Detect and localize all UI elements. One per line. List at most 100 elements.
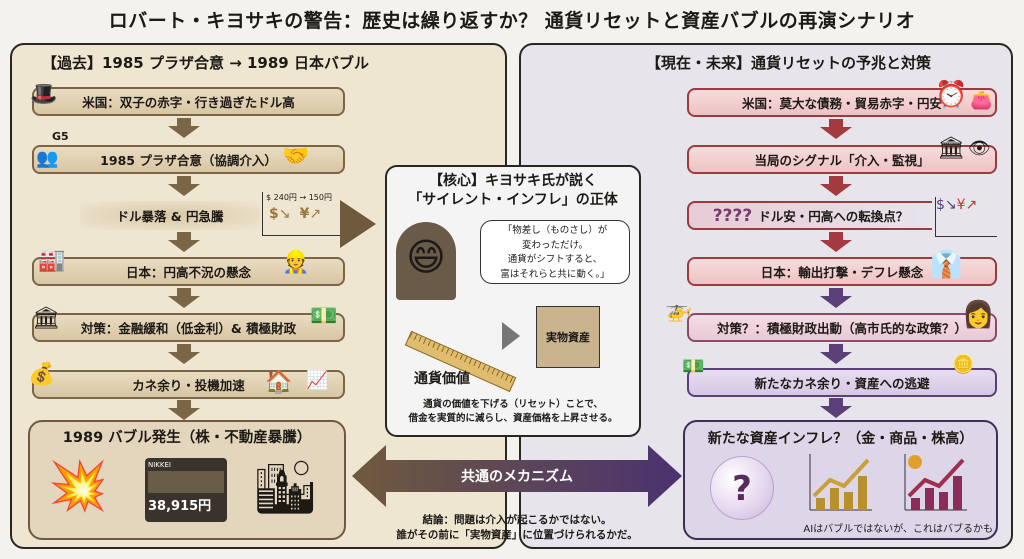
down-arrow [820, 344, 852, 364]
workers-icon: 👷 [282, 250, 310, 275]
step-label: ドル暴落 & 円急騰 [116, 209, 224, 224]
explanation-line: 借金を実質的に減らし、資産価格を上昇させる。 [408, 413, 618, 424]
bubble-question-icon: ? [710, 456, 774, 520]
mechanism-label: 共通のメカニズム [461, 469, 573, 485]
nikkei-label: NIKKEI [148, 461, 171, 469]
meeting-table-icon: 👥 [36, 148, 59, 169]
past-step-5: 対策：金融緩和（低金利）& 積極財政 [32, 313, 345, 342]
house-icon: 🏠 [265, 370, 293, 395]
step-label: 当局のシグナル「介入・監視」 [754, 153, 930, 168]
banknotes-icon: 💵 [682, 356, 705, 377]
crypto-rising-chart-icon [904, 454, 967, 511]
central-bank-icon: 🏛 [32, 306, 60, 331]
eye-icon: 👁 [968, 138, 991, 159]
kiyosaki-portrait: 😄 [396, 222, 456, 300]
gray-arrow [502, 322, 520, 350]
past-panel-title: 【過去】1985 プラザ合意 → 1989 日本バブル [42, 54, 369, 72]
conclusion-line: 結論：問題は介入が起こるかではない。 [422, 514, 612, 526]
down-arrow [168, 288, 200, 308]
money-printer-icon: 💵 [310, 304, 338, 329]
future-step-3: ???? ドル安・円高への転換点？ [687, 201, 932, 230]
fx-label: $ 240円 → 150円 [266, 193, 332, 202]
bubble-1989-title: 1989 バブル発生（株・不動産暴騰） [62, 430, 312, 446]
nikkei-value: 38,915円 [148, 499, 212, 514]
down-arrow [820, 398, 852, 418]
core-title: 【核心】キヨサキ氏が説く 「サイレント・インフレ」の正体 [385, 172, 641, 210]
past-step-3: ドル暴落 & 円急騰 [80, 201, 260, 230]
quote-bubble: 「物差し（ものさし）が 変わっただけ。 通貨がシフトすると、 富はそれらと共に動… [480, 220, 630, 284]
step-label: 米国：莫大な債務・貿易赤字・円安 [741, 96, 942, 111]
fx-reversal-chart: $↘¥↗ [935, 197, 997, 237]
dollar-down-icon: $↘ [936, 197, 957, 213]
past-step-2: 1985 プラザ合意（協調介入） [32, 145, 345, 174]
wallet-icon: 👛 [970, 90, 993, 111]
yen-up-icon: ¥↗ [956, 197, 978, 213]
core-box [385, 165, 641, 437]
asset-cycle-icon: 🪙 [952, 354, 975, 375]
future-step-4: 日本：輸出打撃・デフレ懸念 [687, 257, 997, 286]
future-step-6: 新たなカネ余り・資産への逃避 [687, 368, 997, 397]
conclusion-line: 誰がその前に「実物資産」に位置づけられるかだ。 [396, 529, 638, 541]
past-to-center-arrow [340, 200, 376, 248]
government-building-icon: 🏛 [937, 136, 965, 161]
page-title: ロバート・キヨサキの警告：歴史は繰り返すか？ 通貨リセットと資産バブルの再演シナ… [108, 10, 916, 32]
step-label: 日本：輸出打撃・デフレ懸念 [760, 265, 924, 280]
real-assets-box: 実物資産 [536, 306, 600, 368]
core-explanation: 通貨の価値を下げる（リセット）ことで、 借金を実質的に減らし、資産価格を上昇させ… [385, 398, 641, 426]
future-step-1: 米国：莫大な債務・貿易赤字・円安 [687, 88, 997, 117]
new-asset-inflation-title: 新たな資産インフレ？（金・商品・株高） [707, 431, 974, 447]
yen-symbol: ¥ [299, 206, 310, 222]
core-title-line1: 【核心】キヨサキ氏が説く [429, 173, 597, 189]
future-step-2: 当局のシグナル「介入・監視」 [687, 145, 997, 174]
past-step-6: カネ余り・投機加速 [32, 370, 345, 399]
past-step-1: 米国：双子の赤字・行き過ぎたドル高 [32, 87, 345, 116]
uncle-sam-icon: 🎩 [30, 82, 58, 107]
chart-icon: 📈 [306, 370, 329, 391]
core-title-line2: 「サイレント・インフレ」の正体 [408, 192, 618, 208]
alarm-clock-icon: ⏰ [935, 80, 968, 110]
fx-chart: $ 240円 → 150円 $↘ ¥↗ [262, 192, 348, 236]
gold-rising-chart-icon [809, 454, 872, 511]
down-arrow [168, 344, 200, 364]
past-step-4: 日本：円高不況の懸念 [32, 257, 345, 286]
politician-woman-icon: 👩 [962, 300, 995, 330]
step-label: 対策：金融緩和（低金利）& 積極財政 [80, 321, 297, 336]
real-assets-label: 実物資産 [546, 331, 590, 344]
step-label: 米国：双子の赤字・行き過ぎたドル高 [82, 95, 295, 110]
step-label: ドル安・円高への転換点？ [758, 209, 909, 224]
businessmen-icon: 👔 [930, 250, 963, 280]
down-trend-icon: ↘ [278, 206, 291, 222]
down-arrow [820, 119, 852, 139]
helicopter-money-icon: 🚁 [665, 298, 693, 323]
skyscrapers-icon: 🏙 [252, 458, 319, 518]
handshake-icon: 🤝 [282, 144, 310, 169]
down-arrow [820, 288, 852, 308]
conclusion-text: 結論：問題は介入が起こるかではない。 誰がその前に「実物資産」に位置づけられるか… [362, 513, 672, 543]
dollar-symbol: $ [269, 206, 279, 222]
step-label: 日本：円高不況の懸念 [125, 265, 251, 280]
step-label: 新たなカネ余り・資産への逃避 [754, 376, 930, 391]
currency-value-label: 通貨価値 [414, 371, 470, 387]
step-label: 1985 プラザ合意（協調介入） [100, 153, 277, 168]
down-arrow [168, 176, 200, 196]
down-arrow [820, 176, 852, 196]
nikkei-monitor: NIKKEI 38,915円 [145, 458, 227, 522]
down-arrow [820, 232, 852, 252]
step-label: カネ余り・投機加速 [132, 378, 245, 393]
quote-line: 「物差し（ものさし）が [502, 225, 608, 236]
question-marks: ???? [712, 205, 753, 226]
factory-icon: 🏭 [38, 248, 66, 273]
quote-line: 通貨がシフトすると、 [507, 254, 603, 265]
quote-line: 変わっただけ。 [521, 239, 589, 251]
down-arrow [168, 118, 200, 138]
down-arrow [168, 232, 200, 252]
up-trend-icon: ↗ [309, 206, 322, 222]
quote-line: 富はそれらと共に動く。」 [500, 268, 610, 280]
future-panel-title: 【現在・未来】通貨リセットの予兆と対策 [646, 54, 932, 72]
step-label: 対策？：積極財政出動（高市氏的な政策？） [716, 321, 967, 336]
bubble-caption: AIはバブルではないが、これはバブるかも [803, 524, 993, 535]
explanation-line: 通貨の価値を下げる（リセット）ことで、 [423, 399, 603, 410]
common-mechanism-arrow [352, 445, 682, 507]
explosion-icon: 💥 [48, 458, 108, 514]
future-step-5: 対策？：積極財政出動（高市氏的な政策？） [687, 313, 997, 342]
